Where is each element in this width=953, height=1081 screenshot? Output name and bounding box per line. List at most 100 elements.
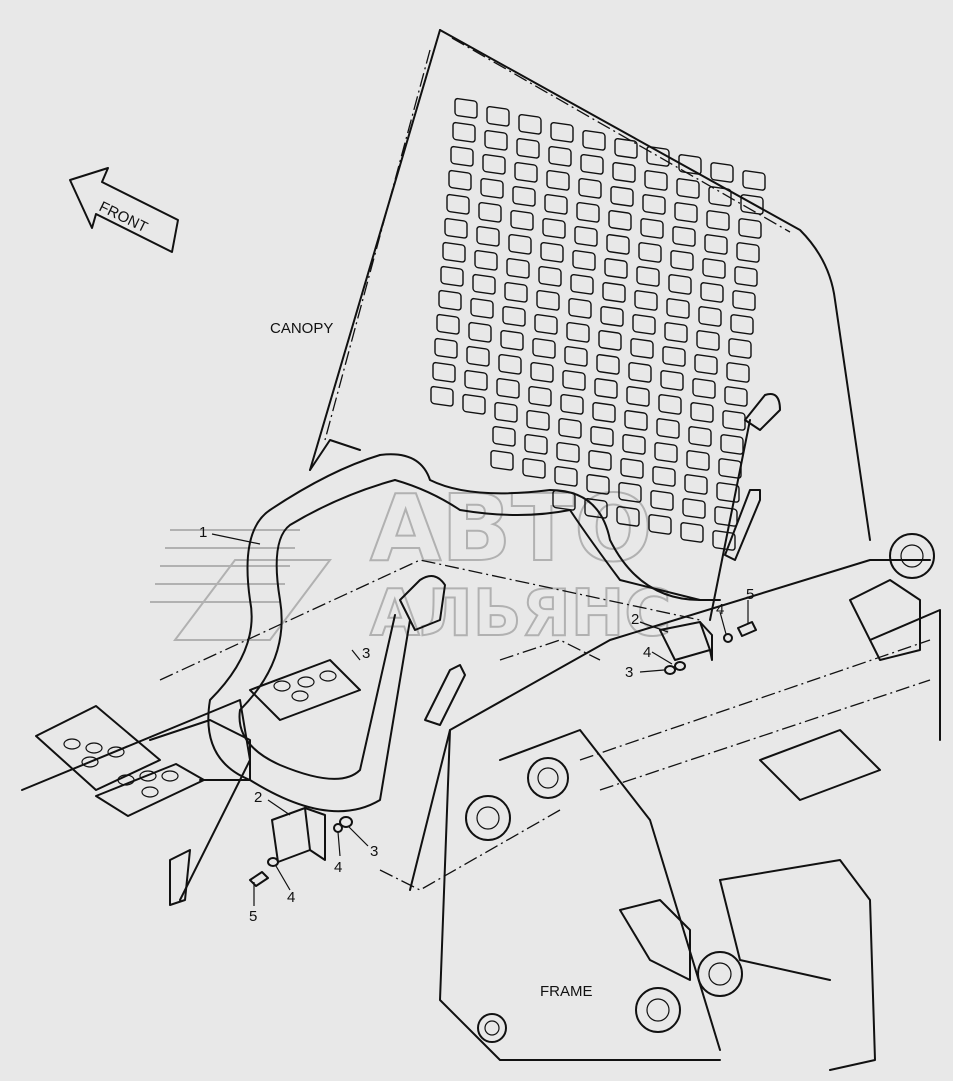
front-arrow: FRONT [69, 167, 179, 253]
vent-hole [670, 250, 694, 271]
vent-hole [578, 177, 602, 199]
vent-hole [548, 145, 572, 167]
vent-hole [682, 498, 706, 519]
vent-hole [506, 257, 530, 279]
vent-hole [680, 522, 704, 543]
vent-hole [530, 361, 554, 383]
vent-hole [694, 354, 718, 375]
vent-hole [624, 410, 648, 431]
vent-hole [558, 417, 582, 439]
vent-hole [648, 514, 672, 535]
vent-hole [674, 202, 698, 223]
vent-hole [542, 217, 566, 239]
bracket-lower [271, 807, 326, 863]
vent-hole [646, 146, 670, 167]
vent-hole [574, 225, 598, 247]
vent-hole [442, 241, 466, 263]
vent-hole [652, 466, 676, 487]
vent-hole [660, 370, 684, 391]
watermark-logo: АВТО АЛЬЯНС [150, 474, 672, 652]
vent-hole [516, 137, 540, 159]
vent-hole [688, 426, 712, 447]
vent-hole [494, 401, 518, 423]
vent-hole [446, 193, 470, 215]
vent-hole [434, 337, 458, 359]
vent-hole [490, 449, 514, 471]
leader-lines [211, 533, 749, 906]
vent-hole [726, 362, 750, 383]
floor-pedals [21, 659, 361, 906]
vent-hole [678, 154, 702, 175]
vent-hole [538, 265, 562, 287]
vent-hole [474, 249, 498, 271]
vent-hole [584, 498, 608, 519]
vent-hole [510, 209, 534, 231]
callout-5-lower: 5 [249, 908, 257, 925]
callout-4-upper-left: 4 [643, 644, 651, 661]
vent-hole [594, 378, 618, 399]
callout-4-lower-mid: 4 [334, 859, 342, 876]
vent-hole [526, 409, 550, 431]
vent-hole [714, 506, 738, 527]
vent-hole [452, 121, 476, 143]
vent-hole [734, 266, 758, 287]
vent-hole [498, 353, 522, 375]
vent-hole [696, 330, 720, 351]
vent-hole [716, 482, 740, 503]
vent-hole [708, 186, 732, 207]
frame-structure [159, 533, 941, 1071]
vent-hole [450, 145, 474, 167]
vent-hole [700, 282, 724, 303]
vent-hole [528, 385, 552, 407]
callout-4-upper-right: 4 [716, 601, 724, 618]
vent-hole [444, 217, 468, 239]
vent-hole [566, 321, 590, 343]
vent-hole [634, 290, 658, 311]
vent-hole [472, 273, 496, 295]
vent-hole [462, 393, 486, 415]
vent-hole [492, 425, 516, 447]
vent-hole [740, 194, 764, 215]
vent-hole [582, 130, 606, 151]
vent-hole [562, 369, 586, 391]
vent-hole [690, 402, 714, 423]
vent-hole [736, 242, 760, 263]
vent-grid [430, 97, 766, 551]
vent-hole [702, 258, 726, 279]
grab-handle-part1 [207, 393, 781, 813]
vent-hole [598, 330, 622, 351]
canopy-label: CANOPY [270, 320, 333, 337]
vent-hole [568, 297, 592, 319]
callout-1: 1 [199, 524, 207, 541]
vent-hole [576, 201, 600, 223]
callout-3-upper: 3 [625, 664, 633, 681]
vent-hole [590, 426, 614, 447]
vent-hole [478, 201, 502, 223]
vent-hole [454, 97, 478, 119]
vent-hole [732, 290, 756, 311]
vent-hole [482, 153, 506, 175]
vent-hole [502, 305, 526, 327]
vent-hole [534, 313, 558, 335]
vent-hole [656, 418, 680, 439]
frame-label: FRAME [540, 983, 593, 1000]
vent-hole [560, 393, 584, 415]
vent-hole [640, 218, 664, 239]
vent-hole [636, 266, 660, 287]
vent-hole [504, 281, 528, 303]
vent-hole [650, 490, 674, 511]
canopy-panel [309, 29, 871, 551]
vent-hole [512, 185, 536, 207]
vent-hole [554, 465, 578, 487]
vent-hole [484, 129, 508, 151]
vent-hole [728, 338, 752, 359]
vent-hole [658, 394, 682, 415]
vent-hole [662, 346, 686, 367]
vent-hole [596, 354, 620, 375]
vent-hole [432, 361, 456, 383]
vent-hole [698, 306, 722, 327]
vent-hole [586, 474, 610, 495]
vent-hole [630, 338, 654, 359]
